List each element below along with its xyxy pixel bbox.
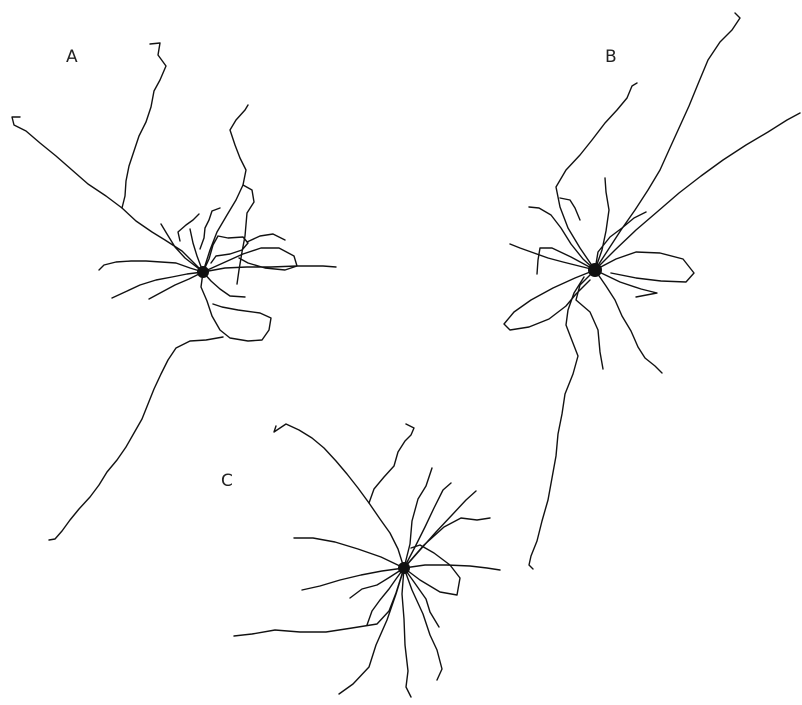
neuron-a-soma bbox=[197, 266, 209, 278]
neuron-a-dendrite bbox=[237, 185, 254, 284]
neuron-a-dendrite bbox=[12, 117, 203, 272]
neuron-b-soma bbox=[588, 263, 602, 277]
neuron-b-dendrite bbox=[537, 248, 595, 274]
neuron-c-dendrite bbox=[302, 568, 404, 590]
neuron-c-dendrite bbox=[402, 568, 411, 697]
neuron-b-dendrite bbox=[529, 277, 584, 569]
neuron-c-dendrite bbox=[367, 568, 404, 625]
neuron-a-dendrite bbox=[247, 234, 285, 242]
neuron-a-dendrite bbox=[99, 261, 203, 272]
neuron-b-dendrite bbox=[595, 113, 800, 270]
neuron-c-dendrite bbox=[274, 424, 404, 568]
neuron-c-dendrite bbox=[294, 538, 404, 568]
neuron-a-dendrite bbox=[49, 337, 223, 540]
neuron-a-dendrite bbox=[200, 208, 220, 249]
neuron-c-dendrite bbox=[404, 568, 442, 680]
neuron-a-dendrite bbox=[203, 248, 297, 272]
neuron-c-soma bbox=[398, 562, 410, 574]
panel-label-b: B bbox=[605, 47, 617, 67]
neuron-b-dendrite bbox=[504, 270, 595, 330]
neuron-c bbox=[234, 424, 500, 697]
neuron-c-dendrite bbox=[404, 568, 439, 627]
neuron-a-dendrite bbox=[178, 214, 199, 241]
neuron-c-dendrite bbox=[369, 424, 414, 503]
neuron-a-dendrite bbox=[122, 43, 166, 208]
neuron-b bbox=[504, 13, 800, 569]
neuron-b-dendrite bbox=[556, 83, 637, 270]
neuron-b-dendrite bbox=[529, 207, 595, 270]
neuron-a-dendrite bbox=[203, 105, 248, 272]
panel-label-c: C bbox=[221, 471, 233, 491]
panel-label-a: A bbox=[66, 47, 78, 67]
neuron-b-dendrite bbox=[576, 270, 603, 369]
neuron-b-dendrite bbox=[595, 212, 646, 270]
neuron-a bbox=[12, 43, 336, 540]
